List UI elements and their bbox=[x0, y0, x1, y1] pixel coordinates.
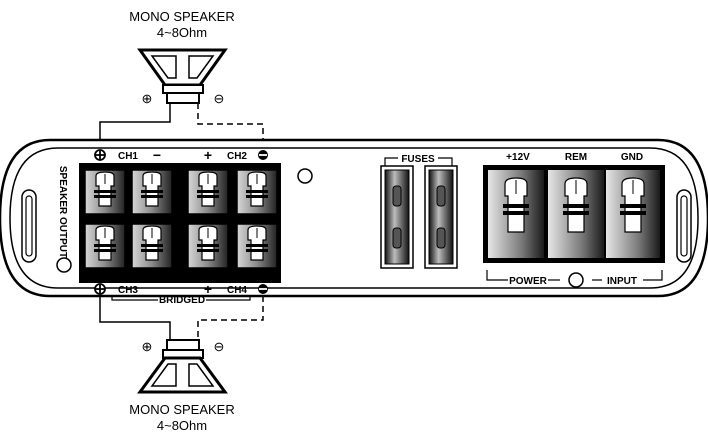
fuses-label: FUSES bbox=[401, 154, 435, 165]
bottom-speaker-impedance: 4~8Ohm bbox=[157, 418, 207, 433]
screw-terminal-icon bbox=[84, 223, 126, 269]
led-indicator-icon bbox=[568, 272, 584, 288]
top-speaker: MONO SPEAKER 4~8Ohm ⊕ ⊖ bbox=[129, 9, 234, 106]
top-speaker-plus: ⊕ bbox=[142, 91, 153, 106]
ch1-label: CH1 bbox=[118, 151, 138, 162]
speaker-cone-icon bbox=[137, 48, 228, 104]
top-speaker-impedance: 4~8Ohm bbox=[157, 25, 207, 40]
screw-terminal-icon bbox=[131, 223, 173, 269]
bottom-speaker-minus: ⊖ bbox=[214, 339, 225, 354]
mounting-slot-icon bbox=[676, 189, 692, 263]
screw-terminal-icon bbox=[187, 223, 229, 269]
led-indicator-icon bbox=[56, 257, 72, 273]
bottom-speaker-title: MONO SPEAKER bbox=[129, 402, 234, 417]
bridged-label: BRIDGED bbox=[159, 295, 205, 306]
input-label: INPUT bbox=[607, 276, 637, 287]
power-terminal-block: +12V REM GND POWER INPUT bbox=[483, 152, 665, 288]
gnd-label: GND bbox=[621, 152, 643, 163]
bottom-wiring bbox=[99, 296, 264, 340]
bottom-speaker: ⊕ ⊖ MONO SPEAKER 4~8Ohm bbox=[129, 339, 235, 433]
screw-terminal-icon bbox=[236, 169, 278, 215]
fuse-section: FUSES bbox=[380, 154, 458, 269]
screw-terminal-icon bbox=[236, 223, 278, 269]
speaker-output-label: SPEAKER OUTPUT bbox=[57, 166, 68, 258]
led-indicator-icon bbox=[297, 168, 313, 184]
ch4-label: CH4 bbox=[227, 285, 247, 296]
terminal-labels-top: CH1 − + CH2 bbox=[94, 147, 268, 163]
power-label: POWER bbox=[509, 276, 548, 287]
speaker-terminal-block bbox=[79, 163, 281, 283]
terminal-labels-bottom: CH3 + CH4 BRIDGED bbox=[94, 281, 268, 306]
ch2-label: CH2 bbox=[227, 151, 247, 162]
speaker-cone-icon bbox=[137, 339, 228, 394]
screw-terminal-icon bbox=[131, 169, 173, 215]
rem-label: REM bbox=[565, 152, 587, 163]
top-speaker-title: MONO SPEAKER bbox=[129, 9, 234, 24]
bridged-plus: + bbox=[204, 281, 212, 297]
screw-terminal-icon bbox=[84, 169, 126, 215]
ch1-minus: − bbox=[153, 147, 161, 163]
plus-12v-label: +12V bbox=[506, 152, 530, 163]
top-wiring bbox=[99, 103, 264, 148]
ch3-label: CH3 bbox=[118, 285, 138, 296]
fuse-icon bbox=[424, 165, 458, 269]
screw-terminal-icon bbox=[187, 169, 229, 215]
ch2-plus: + bbox=[204, 147, 212, 163]
top-speaker-minus: ⊖ bbox=[214, 91, 225, 106]
bottom-speaker-plus: ⊕ bbox=[142, 339, 153, 354]
mounting-slot-icon bbox=[21, 189, 37, 263]
fuse-icon bbox=[380, 165, 414, 269]
